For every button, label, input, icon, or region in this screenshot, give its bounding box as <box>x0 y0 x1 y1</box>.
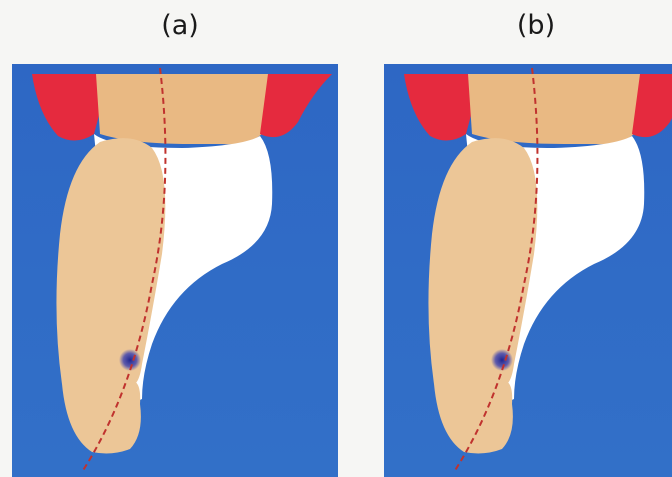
panel-b <box>384 64 672 477</box>
panel-a <box>12 64 338 477</box>
